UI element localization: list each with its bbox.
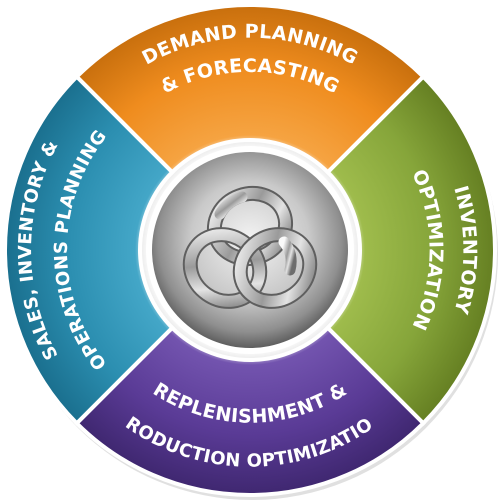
segments-group <box>3 3 497 497</box>
interlocking-rings-icon <box>182 186 318 309</box>
